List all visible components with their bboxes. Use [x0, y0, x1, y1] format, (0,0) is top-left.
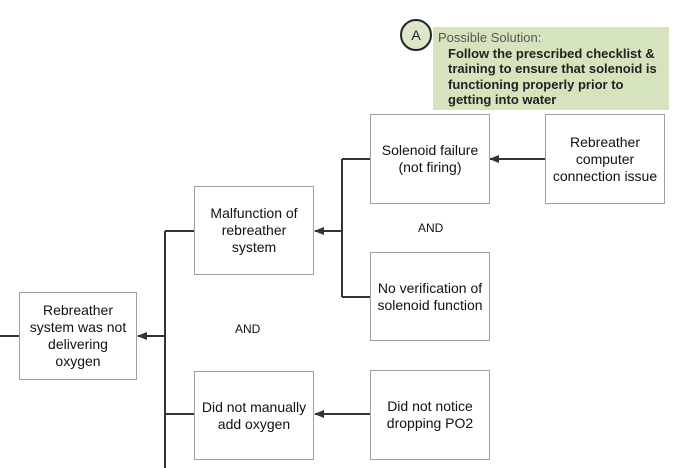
node-malfunction[interactable]: Malfunction of rebreather system: [194, 186, 314, 275]
node-no-verification[interactable]: No verification of solenoid function: [370, 252, 490, 341]
and-gate-label-mid: AND: [235, 322, 261, 336]
annotation-badge[interactable]: A: [400, 19, 432, 51]
solution-body: Follow the prescribed checklist & traini…: [448, 45, 657, 108]
node-computer-connection[interactable]: Rebreather computer connection issue: [545, 114, 665, 204]
node-solenoid-failure-label: Solenoid failure (not firing): [381, 142, 479, 175]
node-no-manual-oxygen[interactable]: Did not manually add oxygen: [194, 371, 314, 460]
node-malfunction-label: Malfunction of rebreather system: [210, 205, 298, 255]
and-gate-label-top: AND: [418, 221, 444, 235]
node-no-manual-oxygen-label: Did not manually add oxygen: [201, 398, 307, 432]
possible-solution-note: Possible Solution: Follow the prescribed…: [433, 27, 669, 110]
node-computer-connection-label: Rebreather computer connection issue: [552, 133, 658, 184]
node-root-event-label: Rebreather system was not delivering oxy…: [29, 302, 127, 369]
node-solenoid-failure[interactable]: Solenoid failure (not firing): [370, 114, 490, 204]
node-no-verification-label: No verification of solenoid function: [377, 279, 483, 313]
node-po2-not-noticed[interactable]: Did not notice dropping PO2: [370, 370, 490, 460]
node-po2-not-noticed-label: Did not notice dropping PO2: [386, 398, 474, 431]
node-root-event[interactable]: Rebreather system was not delivering oxy…: [19, 292, 137, 380]
solution-title: Possible Solution:: [438, 30, 542, 45]
